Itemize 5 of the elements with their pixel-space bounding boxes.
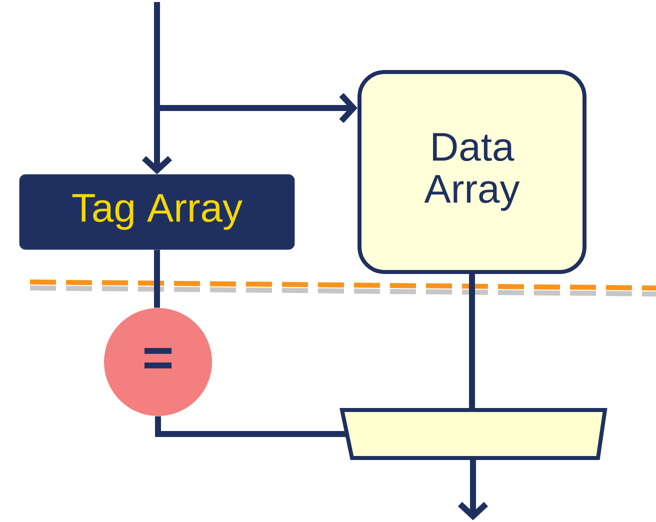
data-array-box: Data Array (358, 70, 586, 274)
arrow (157, 92, 358, 124)
arrow (142, 2, 172, 174)
tag-array-box: Tag Array (19, 174, 295, 250)
arrow (458, 458, 488, 520)
